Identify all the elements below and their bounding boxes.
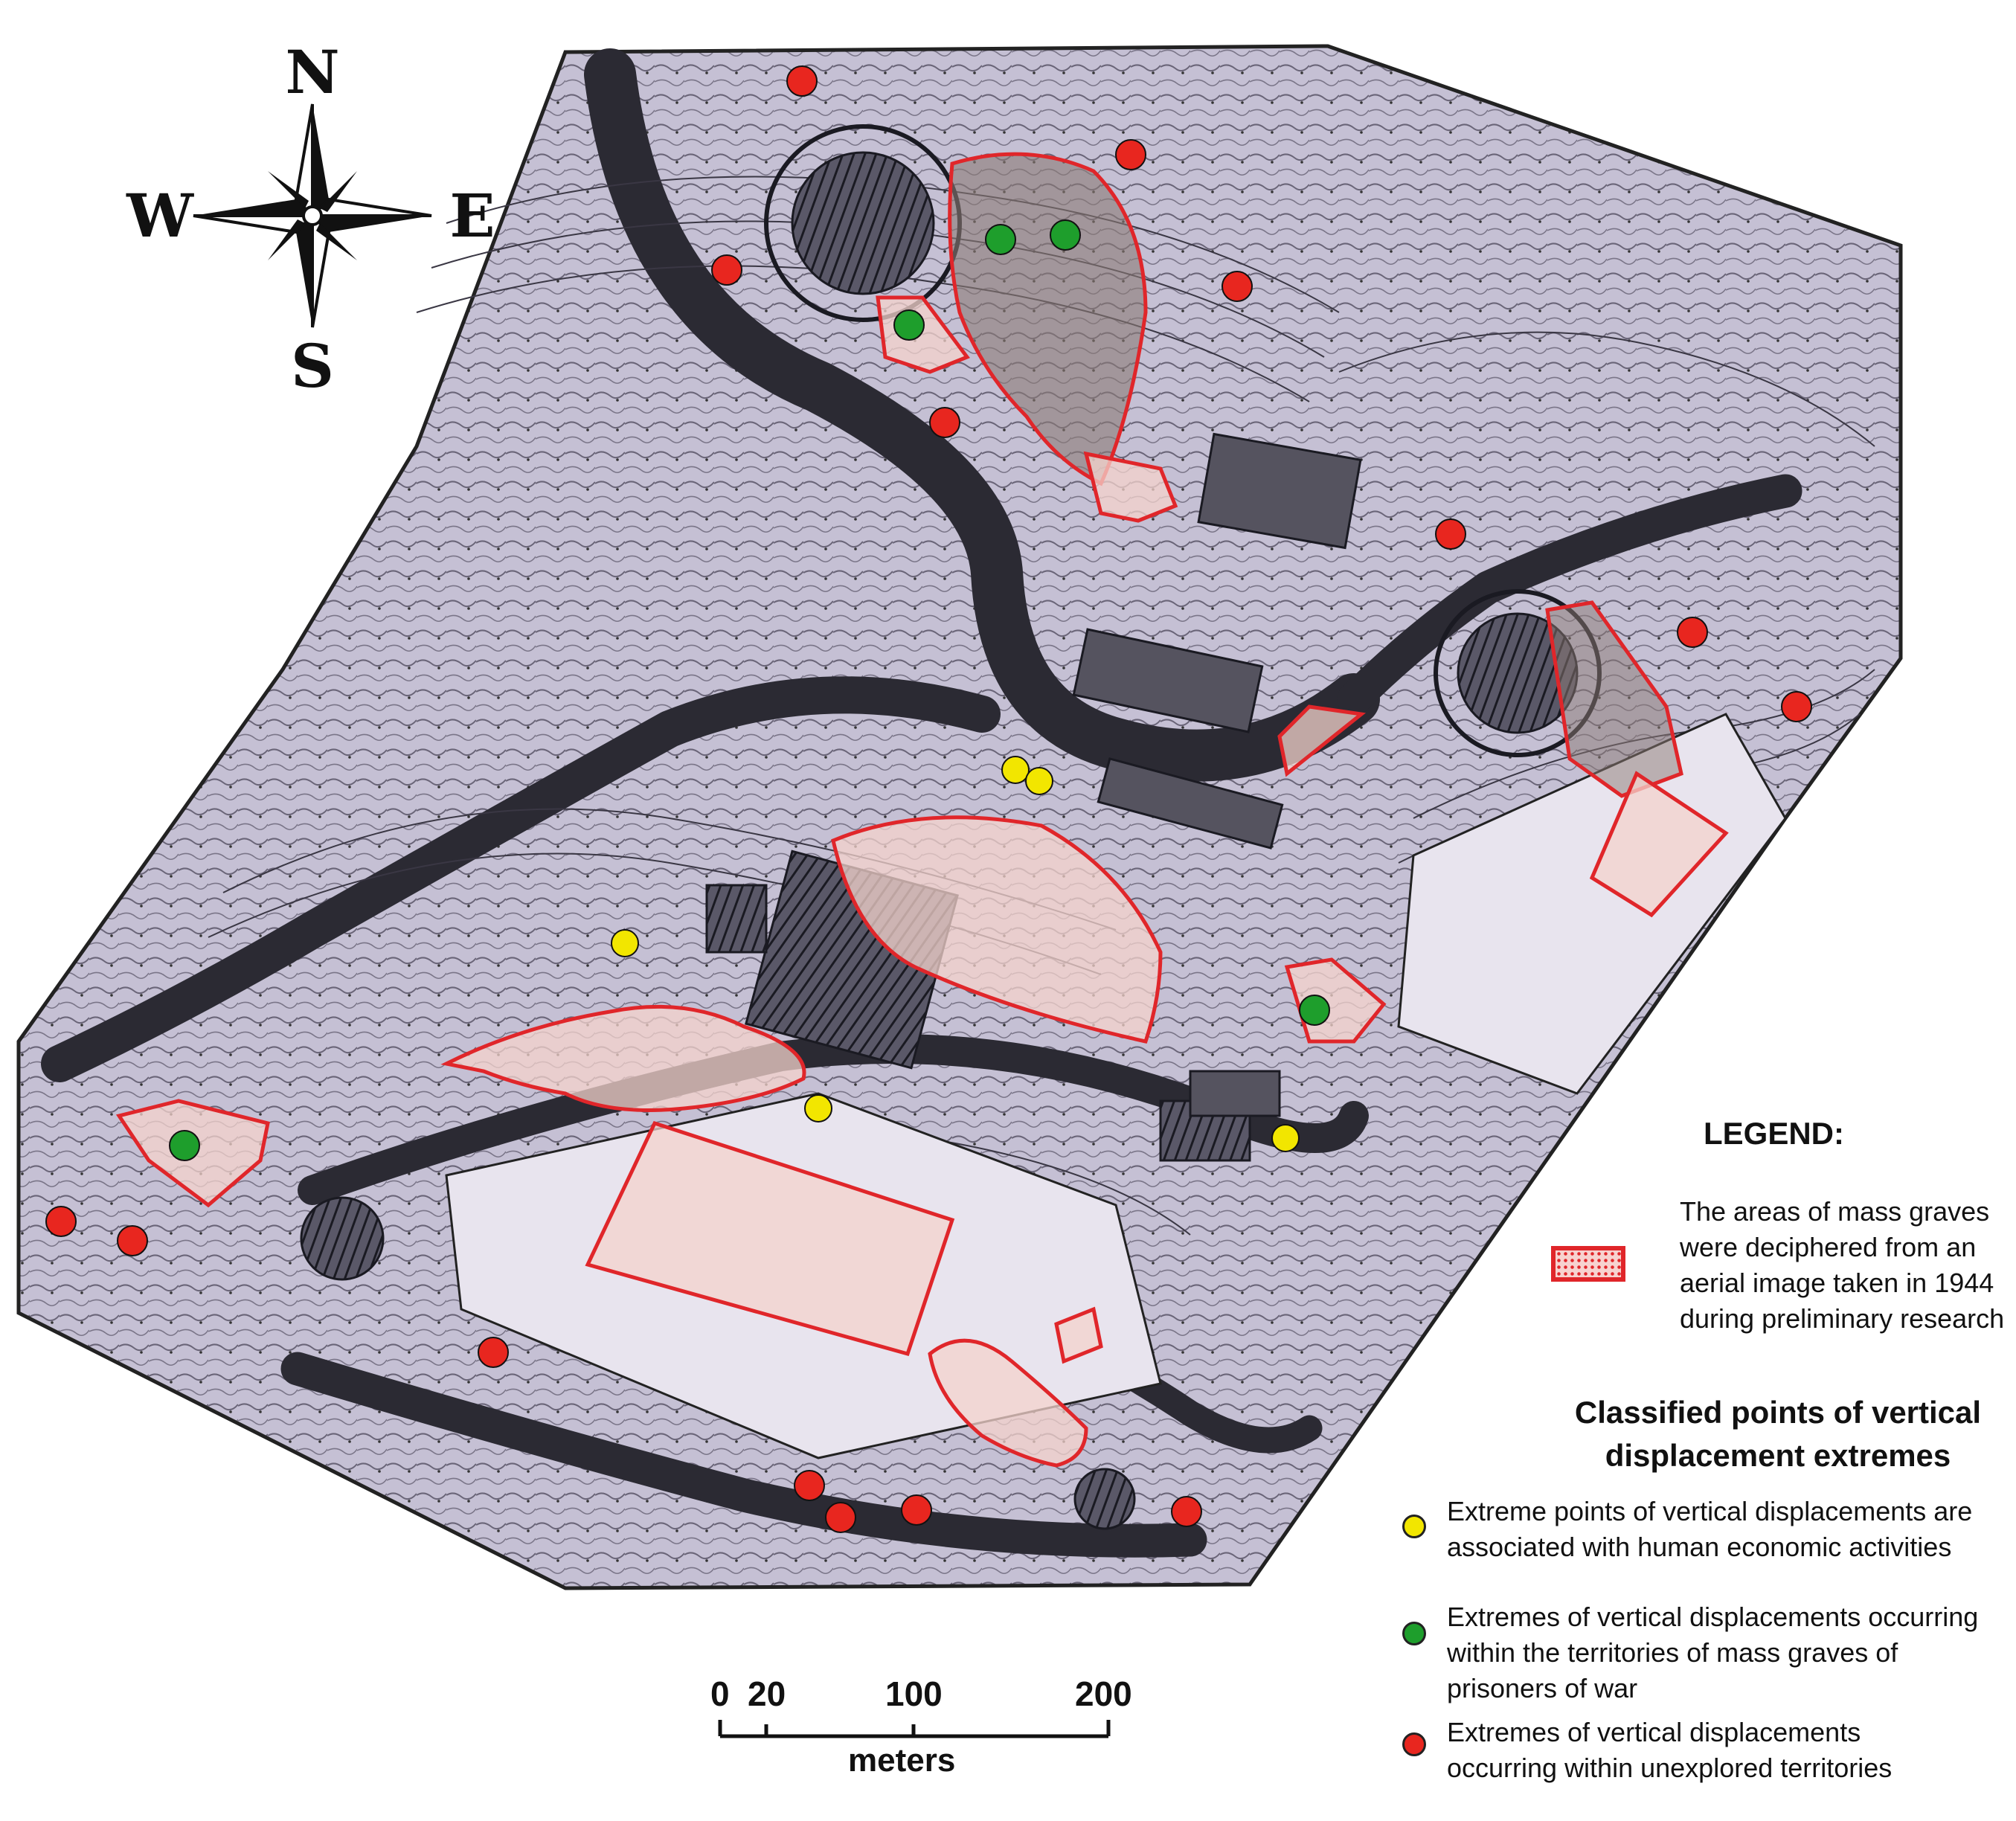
legend-item-text: Extremes of vertical displacements occur… — [1447, 1602, 1979, 1703]
red-point — [794, 1470, 825, 1501]
red-point — [1677, 617, 1708, 648]
yellow-dot-icon — [1402, 1515, 1426, 1538]
scale-tick-100: 100 — [885, 1674, 943, 1713]
mass-grave-area — [831, 815, 1163, 1044]
red-point — [117, 1225, 148, 1256]
scale-tick-200: 200 — [1075, 1674, 1132, 1713]
green-dot-icon — [1402, 1622, 1426, 1645]
red-point — [786, 65, 818, 97]
red-point — [901, 1494, 932, 1526]
green-point — [1299, 995, 1330, 1026]
red-point — [1435, 518, 1466, 550]
legend-classified-title: Classified points of vertical displaceme… — [1574, 1395, 1982, 1473]
extreme-points — [45, 65, 1812, 1533]
yellow-point — [1025, 767, 1053, 795]
compass-east-label: E — [450, 181, 495, 251]
compass-west-label: W — [126, 181, 194, 251]
legend-item-text: Extremes of vertical displacements occur… — [1447, 1717, 1893, 1783]
mass-grave-area — [440, 1004, 806, 1112]
mass-grave-area — [1083, 451, 1178, 523]
mass-grave-area — [928, 1338, 1088, 1468]
red-point — [478, 1337, 509, 1368]
mass-grave-area — [1054, 1306, 1103, 1364]
scale-tick-20: 20 — [748, 1674, 786, 1713]
green-point — [985, 224, 1016, 255]
red-point — [1781, 691, 1812, 722]
compass-south-label: S — [291, 331, 334, 401]
mass-grave-area — [1277, 704, 1367, 777]
scale-bar — [718, 1720, 1111, 1738]
red-point — [825, 1502, 856, 1533]
mass-grave-swatch — [1551, 1246, 1625, 1282]
yellow-point — [804, 1094, 832, 1123]
red-point — [45, 1206, 77, 1237]
yellow-point — [1271, 1124, 1300, 1152]
red-point — [711, 254, 742, 286]
red-point — [1115, 139, 1146, 170]
mass-grave-area — [585, 1120, 955, 1357]
mass-grave-area — [1545, 600, 1683, 798]
scale-tick-0: 0 — [710, 1674, 730, 1713]
legend-title: LEGEND: — [1704, 1116, 1844, 1151]
yellow-point — [611, 929, 639, 957]
red-point — [1171, 1496, 1202, 1527]
mass-grave-area — [1589, 771, 1729, 918]
red-dot-icon — [1402, 1732, 1426, 1756]
green-point — [893, 309, 925, 341]
green-point — [169, 1130, 200, 1161]
yellow-point — [1001, 756, 1030, 784]
compass-rose: N S E W — [126, 37, 495, 401]
red-point — [1222, 271, 1253, 302]
legend-mass-graves-text: The areas of mass graves were deciphered… — [1680, 1196, 2005, 1334]
red-point — [929, 407, 960, 438]
compass-north-label: N — [285, 37, 339, 107]
legend-item-text: Extreme points of vertical displacements… — [1447, 1496, 1973, 1562]
green-point — [1050, 219, 1081, 251]
scale-unit: meters — [848, 1742, 956, 1779]
